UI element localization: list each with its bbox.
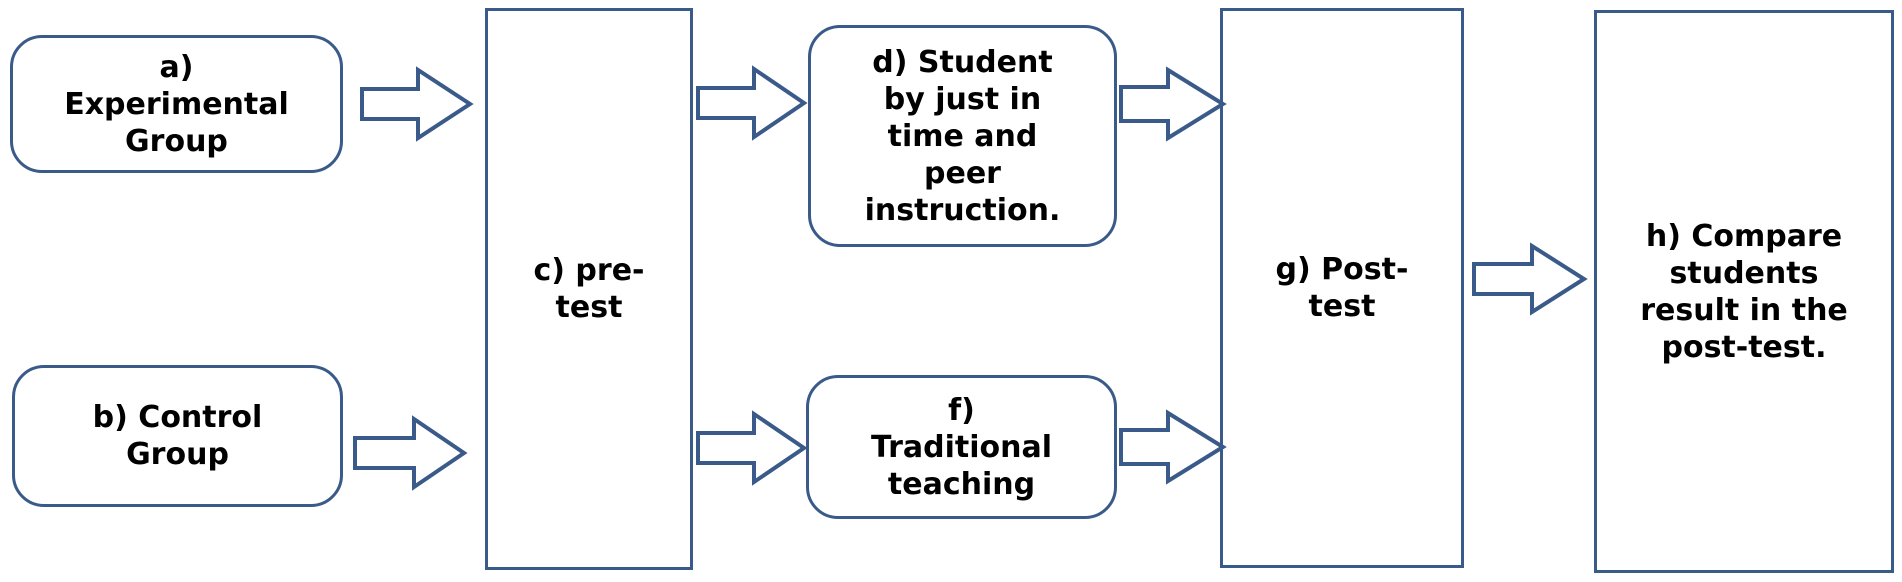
arrow-experimental-to-pretest [360, 66, 474, 142]
node-jit-peer-instruction: d) Student by just in time and peer inst… [808, 25, 1117, 247]
arrow-posttest-to-compare [1472, 242, 1588, 316]
node-pre-test-label: c) pre- test [533, 253, 645, 325]
node-experimental-group: a) Experimental Group [10, 35, 343, 173]
node-traditional-teaching-label: f) Traditional teaching [870, 392, 1053, 502]
arrow-pretest-to-traditional [696, 410, 808, 486]
node-post-test: g) Post- test [1220, 8, 1464, 568]
node-post-test-label: g) Post- test [1275, 252, 1409, 324]
node-pre-test: c) pre- test [485, 8, 693, 570]
node-compare-results-label: h) Compare students result in the post-t… [1640, 218, 1848, 365]
node-traditional-teaching: f) Traditional teaching [806, 375, 1117, 519]
node-control-group: b) Control Group [12, 365, 343, 507]
node-control-group-label: b) Control Group [92, 400, 263, 472]
node-experimental-group-label: a) Experimental Group [64, 49, 289, 159]
node-jit-peer-instruction-label: d) Student by just in time and peer inst… [864, 44, 1061, 228]
arrow-control-to-pretest [353, 415, 468, 491]
arrow-traditional-to-posttest [1119, 409, 1227, 485]
arrow-jit-to-posttest [1119, 66, 1227, 142]
arrow-pretest-to-jit [696, 65, 808, 141]
node-compare-results: h) Compare students result in the post-t… [1594, 10, 1894, 573]
